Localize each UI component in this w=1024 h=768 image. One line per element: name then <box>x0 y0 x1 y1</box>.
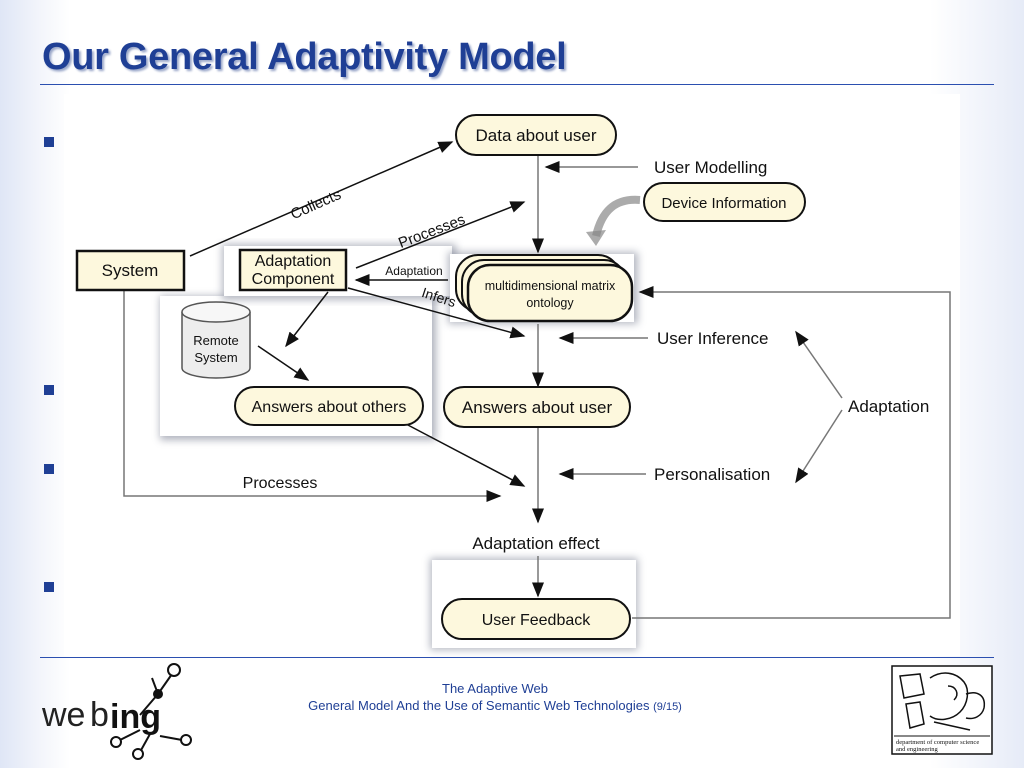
footer-subtitle: General Model And the Use of Semantic We… <box>308 698 650 713</box>
user-modelling-label: User Modelling <box>654 158 767 177</box>
adaptation-effect-label: Adaptation effect <box>472 534 600 553</box>
user-feedback-node: User Feedback <box>441 598 631 640</box>
adaptation-small-label: Adaptation <box>385 264 442 278</box>
remote-system-label-1: Remote <box>193 333 239 348</box>
footer-rule <box>40 657 994 658</box>
adaptation-component-label-2: Component <box>252 271 335 288</box>
answers-about-user-node: Answers about user <box>443 386 631 428</box>
personalisation-label: Personalisation <box>654 465 770 484</box>
adaptation-label: Adaptation <box>848 397 929 416</box>
answers-about-user-label: Answers about user <box>462 398 613 417</box>
slide-title: Our General Adaptivity Model <box>42 36 567 78</box>
footer-line-2: General Model And the Use of Semantic We… <box>250 698 740 713</box>
webing-text-3: ing <box>110 698 161 736</box>
bullet-2 <box>44 385 54 395</box>
webing-text-2: b <box>90 696 109 734</box>
department-logo: department of computer science and engin… <box>891 665 993 755</box>
multidim-label-2: ontology <box>526 296 574 310</box>
footer-line-1: The Adaptive Web <box>442 681 548 696</box>
bullet-1 <box>44 137 54 147</box>
adaptation-component-node: Adaptation Component <box>238 248 348 292</box>
remote-system-node: Remote System <box>181 301 251 379</box>
device-information-node: Device Information <box>643 182 806 222</box>
user-inference-label: User Inference <box>657 329 769 348</box>
bullet-4 <box>44 582 54 592</box>
title-rule <box>40 84 994 85</box>
answers-about-others-label: Answers about others <box>252 399 407 416</box>
dept-line-2: and engineering <box>896 746 938 753</box>
data-about-user-label: Data about user <box>476 126 597 145</box>
page-indicator: (9/15) <box>653 701 682 713</box>
multidim-label-1: multidimensional matrix <box>485 279 616 293</box>
dept-line-1: department of computer science <box>896 739 979 746</box>
multidimensional-matrix-node: multidimensional matrix ontology <box>455 254 634 323</box>
system-label: System <box>102 261 159 280</box>
bullet-3 <box>44 464 54 474</box>
user-feedback-label: User Feedback <box>482 612 591 629</box>
webing-text-1: we <box>41 696 85 734</box>
webing-logo: we b ing <box>41 663 192 760</box>
system-node: System <box>75 249 186 292</box>
data-about-user-node: Data about user <box>455 114 617 156</box>
device-information-label: Device Information <box>661 195 786 212</box>
processes-bottom-label: Processes <box>243 475 318 492</box>
remote-system-label-2: System <box>194 350 237 365</box>
adaptation-component-label-1: Adaptation <box>255 253 332 270</box>
answers-about-others-node: Answers about others <box>234 386 424 426</box>
